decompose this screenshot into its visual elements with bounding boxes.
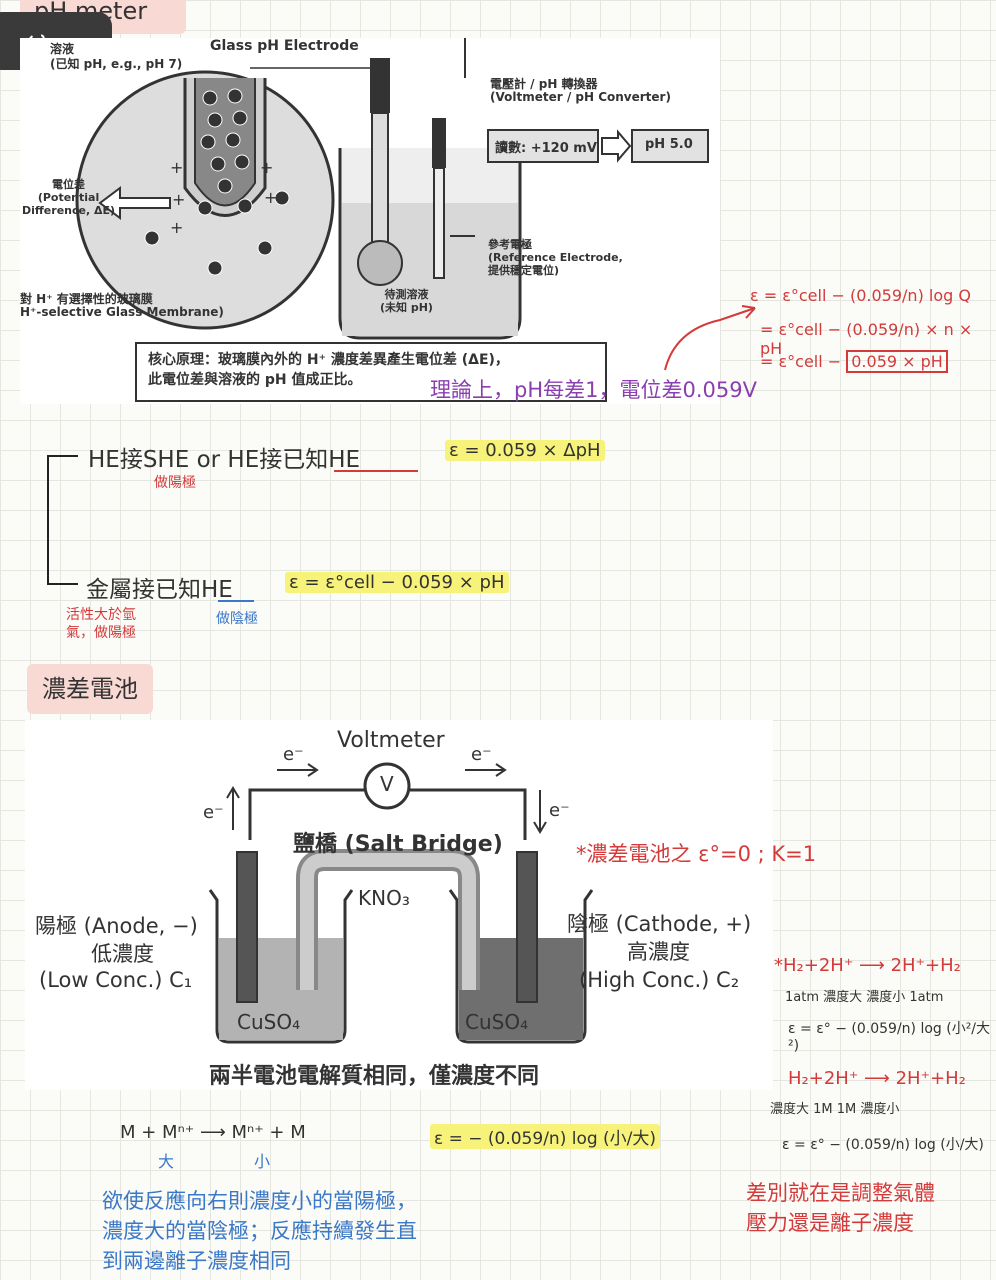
branch2-text: 金屬接已知HE <box>86 577 233 603</box>
gas-emf-2: ε = ε° − (0.059/n) log (小/大) <box>782 1137 984 1153</box>
branch1-text: HE接SHE or HE接已知HE <box>88 447 361 473</box>
difference-note: 差別就在是調整氣體 壓力還是離子濃度 <box>746 1181 935 1235</box>
svg-text:+: + <box>172 190 185 209</box>
svg-text:+: + <box>170 158 183 177</box>
bottom-formula: ε = − (0.059/n) log (小/大) <box>430 1124 661 1149</box>
cuso4-right: CuSO₄ <box>465 1010 529 1034</box>
reading-value: 讀數: +120 mV <box>495 141 597 156</box>
concentration-cell-caption: 兩半電池電解質相同，僅濃度不同 <box>209 1064 540 1089</box>
gas-emf-1: ε = ε° − (0.059/n) log (小²/大²) <box>788 1021 991 1054</box>
known-solution-label: 溶液 (已知 pH, e.g., pH 7) <box>50 42 183 71</box>
gas-reaction-1-sub: 1atm 濃度大 濃度小 1atm <box>785 990 944 1005</box>
electron-top-right: e⁻ <box>471 744 492 765</box>
ph-value: pH 5.0 <box>645 137 693 152</box>
branch2-sub-left: 活性大於氫 氣，做陽極 <box>66 607 136 641</box>
principle-text: 核心原理：玻璃膜內外的 H⁺ 濃度差異產生電位差 (ΔE)， 此電位差與溶液的 … <box>148 352 509 388</box>
theory-note: 理論上，pH每差1，電位差0.059V <box>430 378 757 402</box>
red-arrow <box>664 305 756 371</box>
electron-right: e⁻ <box>549 800 570 821</box>
nernst-line3-prefix: = ε°cell − <box>760 352 847 371</box>
cathode-conc: 高濃度 <box>627 940 690 964</box>
gas-reaction-2: H₂+2H⁺ ⟶ 2H⁺+H₂ <box>788 1068 966 1089</box>
concentration-cell-figure: Voltmeter V e⁻ e⁻ e⁻ e⁻ 鹽橋 (Salt Bridge)… <box>25 720 773 1090</box>
potential-difference-label: 電位差 (Potential Difference, ΔE) <box>22 178 116 217</box>
salt-bridge-label: 鹽橋 (Salt Bridge) <box>293 832 503 857</box>
voltmeter-title: Voltmeter <box>337 728 445 753</box>
bottom-explanation: 欲使反應向右則濃度小的當陽極， 濃度大的當陰極；反應持續發生直 到兩邊離子濃度相… <box>102 1189 417 1273</box>
anode-conc-en: (Low Conc.) C₁ <box>39 968 193 992</box>
concentration-cell-note: *濃差電池之 ε°=0 ; K=1 <box>576 842 817 866</box>
label-small: 小 <box>254 1152 271 1171</box>
voltmeter-label: 電壓計 / pH 轉換器 (Voltmeter / pH Converter) <box>490 77 671 104</box>
branch1-underline <box>334 470 418 472</box>
label-big: 大 <box>158 1152 175 1171</box>
ph-meter-figure: + + + + + 溶液 (已知 pH, e.g., pH 7) Glass p… <box>20 38 720 404</box>
glass-electrode-label: Glass pH Electrode <box>210 38 359 54</box>
nernst-line3-box: 0.059 × pH <box>846 350 948 373</box>
electron-left: e⁻ <box>203 802 224 823</box>
membrane-label: 對 H⁺ 有選擇性的玻璃膜 H⁺-selective Glass Membran… <box>20 292 224 319</box>
branch2-underline <box>218 600 254 602</box>
ph-meter-diagram: + + + + + <box>75 38 709 402</box>
test-solution-label: 待測溶液 (未知 pH) <box>380 288 433 314</box>
branch1-formula: ε = 0.059 × ΔpH <box>445 440 605 461</box>
cathode-label: 陰極 (Cathode, +) <box>567 912 752 936</box>
kno3-label: KNO₃ <box>358 886 410 910</box>
concentration-cell-diagram <box>208 762 594 1044</box>
svg-text:+: + <box>170 218 183 237</box>
bottom-reaction: M + Mⁿ⁺ ⟶ Mⁿ⁺ + M <box>120 1122 306 1143</box>
nernst-line3: = ε°cell − 0.059 × pH <box>760 350 948 373</box>
cuso4-left: CuSO₄ <box>237 1010 301 1034</box>
branch2-formula: ε = ε°cell − 0.059 × pH <box>285 572 509 593</box>
branch1-sub: 做陽極 <box>154 475 196 491</box>
section-tag-concentration-cell: 濃差電池 <box>27 664 153 714</box>
svg-text:+: + <box>260 158 273 177</box>
nernst-line2: = ε°cell − (0.059/n) × n × pH <box>760 320 973 358</box>
svg-text:+: + <box>264 188 277 207</box>
anode-label: 陽極 (Anode, −) <box>35 914 198 938</box>
branch-bracket <box>47 455 78 585</box>
nernst-line1: ε = ε°cell − (0.059/n) log Q <box>750 286 971 305</box>
anode-conc: 低濃度 <box>91 942 154 966</box>
voltmeter-symbol: V <box>380 772 394 796</box>
electron-top-left: e⁻ <box>283 744 304 765</box>
gas-reaction-2-sub: 濃度大 1M 1M 濃度小 <box>770 1102 900 1117</box>
cathode-conc-en: (High Conc.) C₂ <box>579 968 740 992</box>
branch2-sub-right: 做陰極 <box>216 611 258 627</box>
gas-reaction-1: *H₂+2H⁺ ⟶ 2H⁺+H₂ <box>774 955 961 976</box>
reference-electrode-label: 參考電極 (Reference Electrode, 提供穩定電位) <box>488 238 623 277</box>
